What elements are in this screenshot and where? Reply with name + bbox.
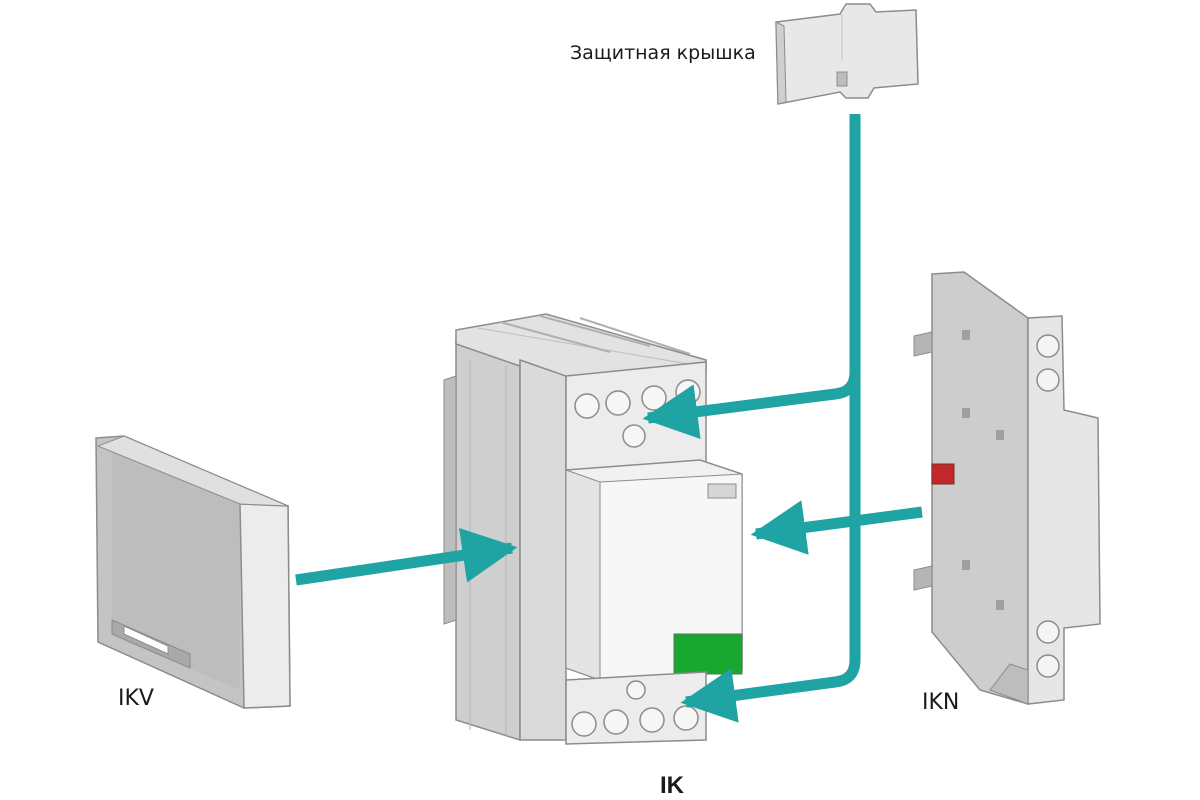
ikv-side-cover xyxy=(95,435,291,709)
ikv-label: IKV xyxy=(118,686,154,711)
assembly-arrows xyxy=(295,114,923,723)
ik-contactor xyxy=(443,313,743,745)
ik-label: IK xyxy=(660,772,684,799)
cover-label: Защитная крышка xyxy=(570,42,756,64)
arrow-ikv xyxy=(295,528,518,586)
status-indicator-red xyxy=(931,463,955,485)
protective-cover xyxy=(775,3,919,105)
status-indicator-green xyxy=(673,633,743,675)
arrow-ikn xyxy=(750,500,923,555)
ikn-auxiliary-contact xyxy=(913,271,1101,705)
arrow-cover-to-bottom xyxy=(680,372,861,723)
ikn-label: IKN xyxy=(922,690,960,715)
